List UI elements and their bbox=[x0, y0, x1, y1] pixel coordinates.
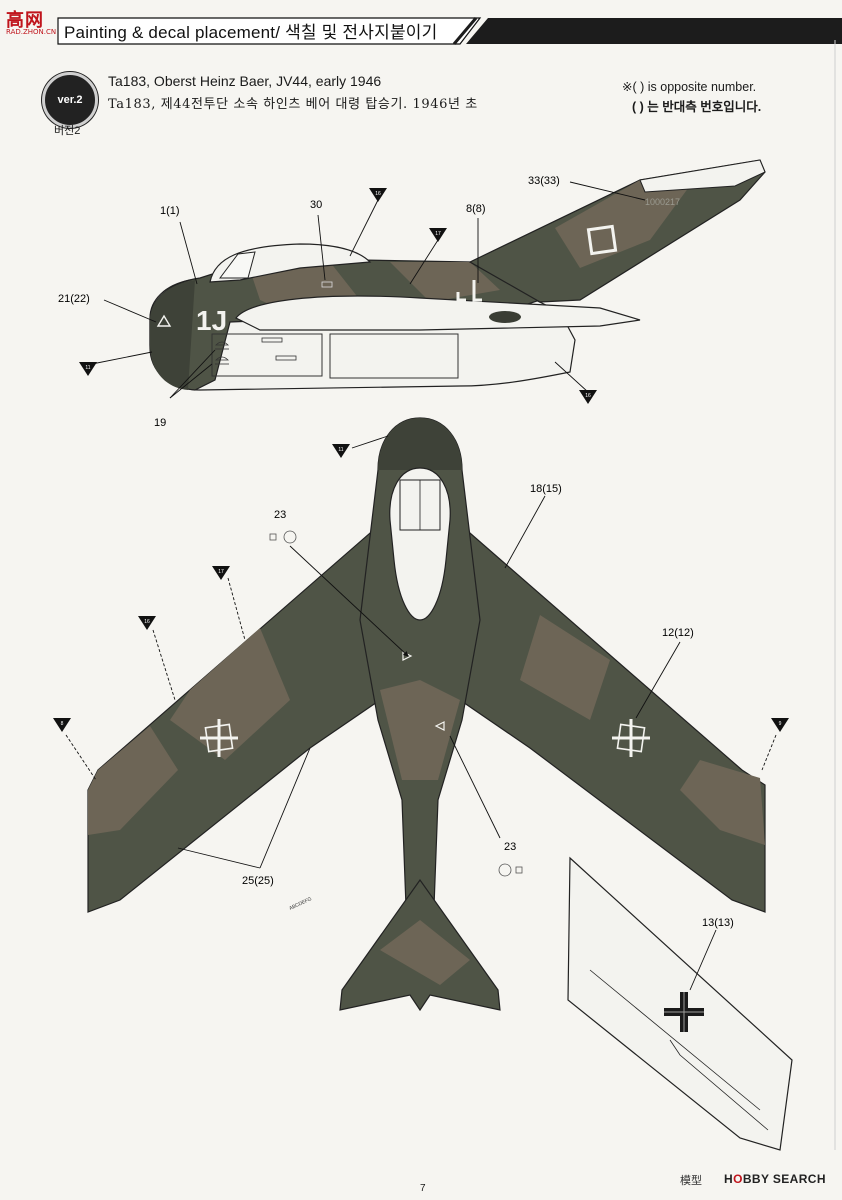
underside-balkenkreuz bbox=[664, 992, 704, 1032]
page-number: 7 bbox=[420, 1183, 426, 1194]
site-logo: 高网 bbox=[6, 10, 44, 31]
callout-1: 1(1) bbox=[160, 205, 180, 217]
callout-19: 19 bbox=[154, 417, 166, 429]
svg-text:16: 16 bbox=[375, 191, 381, 197]
fuselage-balkenkreuz-side bbox=[456, 280, 482, 302]
callout-25: 25(25) bbox=[242, 875, 274, 887]
svg-text:11: 11 bbox=[338, 447, 343, 453]
left-wing-balkenkreuz bbox=[200, 719, 238, 757]
site-logo-subtext: RAD.ZHON.CN bbox=[6, 28, 57, 36]
version-badge-label: ver.2 bbox=[57, 94, 83, 106]
header-bar bbox=[57, 17, 842, 45]
svg-text:11: 11 bbox=[85, 365, 90, 371]
footer-brand: HOBBY SEARCH bbox=[724, 1172, 826, 1186]
callout-33: 33(33) bbox=[528, 175, 560, 187]
version-subtitle: 버전2 bbox=[54, 125, 81, 137]
page-title: Painting & decal placement/ 색칠 및 전사지붙이기 bbox=[64, 23, 438, 42]
color-marker-8: 8 bbox=[53, 718, 71, 732]
color-marker-11a: 11 bbox=[79, 362, 97, 376]
version-badge: ver.2 bbox=[42, 72, 98, 128]
footer-prefix: 模型 bbox=[680, 1175, 702, 1187]
decal-23-icon-lower bbox=[498, 863, 523, 877]
underside-wing-detail bbox=[567, 856, 793, 1151]
color-marker-17b: 17 bbox=[212, 566, 230, 580]
color-marker-17a: 17 bbox=[429, 228, 447, 242]
right-wing-balkenkreuz bbox=[612, 719, 650, 757]
svg-text:17: 17 bbox=[218, 569, 224, 575]
color-marker-16a: 16 bbox=[369, 188, 387, 202]
color-marker-16b: 16 bbox=[579, 390, 597, 404]
svg-text:ABCDEFG: ABCDEFG bbox=[288, 896, 313, 912]
color-marker-9: 9 bbox=[771, 718, 789, 732]
opposite-number-note-ko: ( ) 는 반대측 번호입니다. bbox=[632, 100, 762, 114]
svg-text:16: 16 bbox=[144, 619, 150, 625]
aircraft-code-letters: 1J bbox=[196, 305, 227, 336]
callout-12: 12(12) bbox=[662, 627, 694, 639]
callout-23-lower: 23 bbox=[504, 841, 516, 853]
decal-23-icon-upper bbox=[269, 530, 297, 544]
callout-13: 13(13) bbox=[702, 917, 734, 929]
svg-text:16: 16 bbox=[585, 393, 591, 399]
color-marker-16c: 16 bbox=[138, 616, 156, 630]
svg-text:17: 17 bbox=[435, 231, 441, 237]
opposite-number-note-en: ※( ) is opposite number. bbox=[622, 80, 757, 94]
callout-8: 8(8) bbox=[466, 203, 486, 215]
side-view-aircraft: 1J 1000217 bbox=[149, 159, 766, 391]
svg-text:8: 8 bbox=[61, 721, 64, 727]
color-marker-11b: 11 bbox=[332, 444, 350, 458]
aircraft-title-en: Ta183, Oberst Heinz Baer, JV44, early 19… bbox=[108, 73, 382, 89]
callout-18: 18(15) bbox=[530, 483, 562, 495]
callout-30: 30 bbox=[310, 199, 322, 211]
top-view-aircraft: ABCDEFG bbox=[87, 417, 766, 1012]
aircraft-title-ko: Ta183, 제44전투단 소속 하인츠 베어 대령 탑승기. 1946년 초 bbox=[108, 97, 478, 112]
tail-serial-number: 1000217 bbox=[645, 197, 680, 207]
svg-text:9: 9 bbox=[779, 721, 782, 727]
callout-23-upper: 23 bbox=[274, 509, 286, 521]
callout-21: 21(22) bbox=[58, 293, 90, 305]
